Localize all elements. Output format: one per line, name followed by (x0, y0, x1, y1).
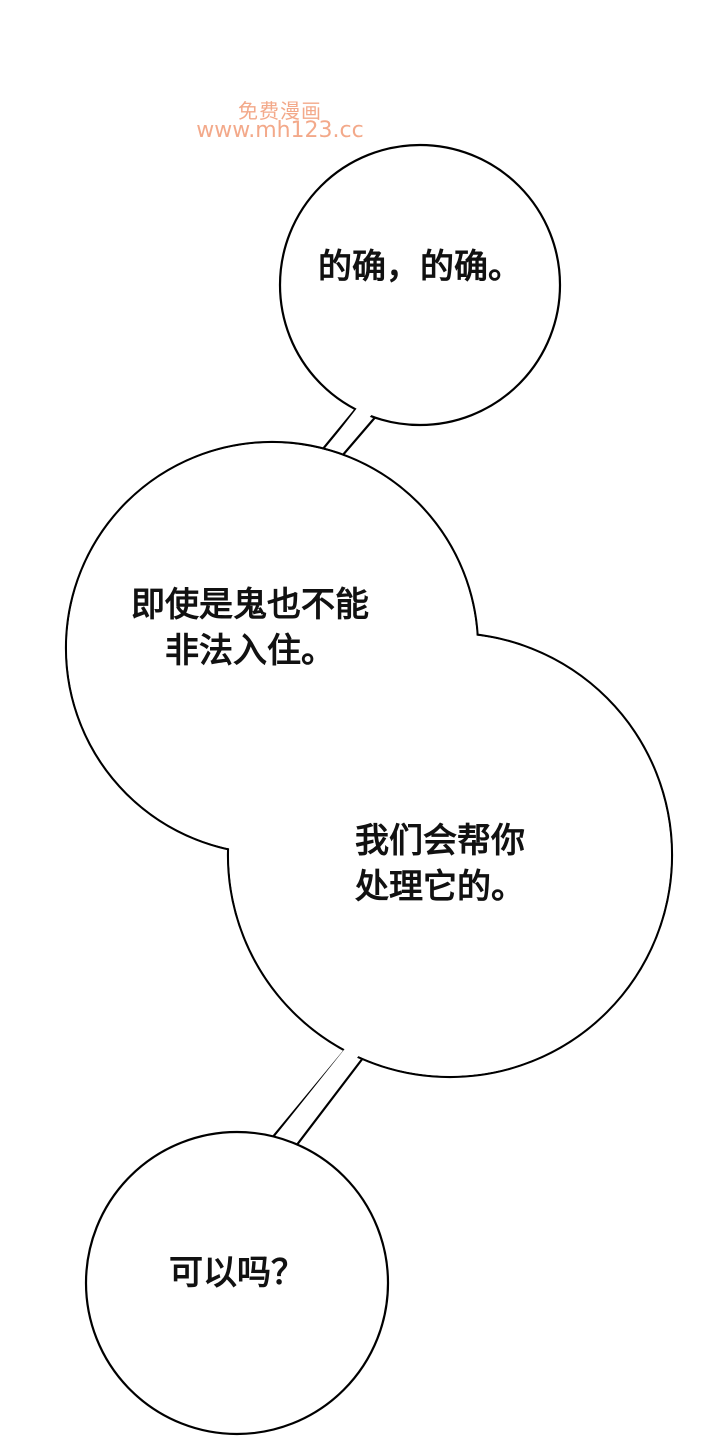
speech-bubble-fill (229, 634, 671, 1076)
bubble-text-1: 的确，的确。 (300, 244, 540, 290)
bubble-text-4: 可以吗？ (137, 1250, 337, 1296)
bubble-line: 非法入住。 (165, 631, 335, 671)
bubble-text-2: 即使是鬼也不能 非法入住。 (90, 582, 410, 674)
bubble-line: 我们会帮你 (355, 821, 525, 861)
connector-fill (276, 1046, 360, 1141)
watermark-title: 免费漫画 (238, 99, 322, 123)
connector-fill (326, 408, 374, 452)
speech-bubble (84, 1130, 390, 1436)
bubble-line: 处理它的。 (355, 867, 525, 907)
bubble-line: 即使是鬼也不能 (131, 585, 369, 625)
bubble-text-3: 我们会帮你 处理它的。 (320, 818, 560, 910)
speech-bubble (278, 143, 562, 427)
bubble-line: 可以吗？ (169, 1253, 305, 1293)
bubble-line: 的确，的确。 (318, 247, 522, 287)
watermark-url: www.mh123.cc (196, 118, 364, 143)
